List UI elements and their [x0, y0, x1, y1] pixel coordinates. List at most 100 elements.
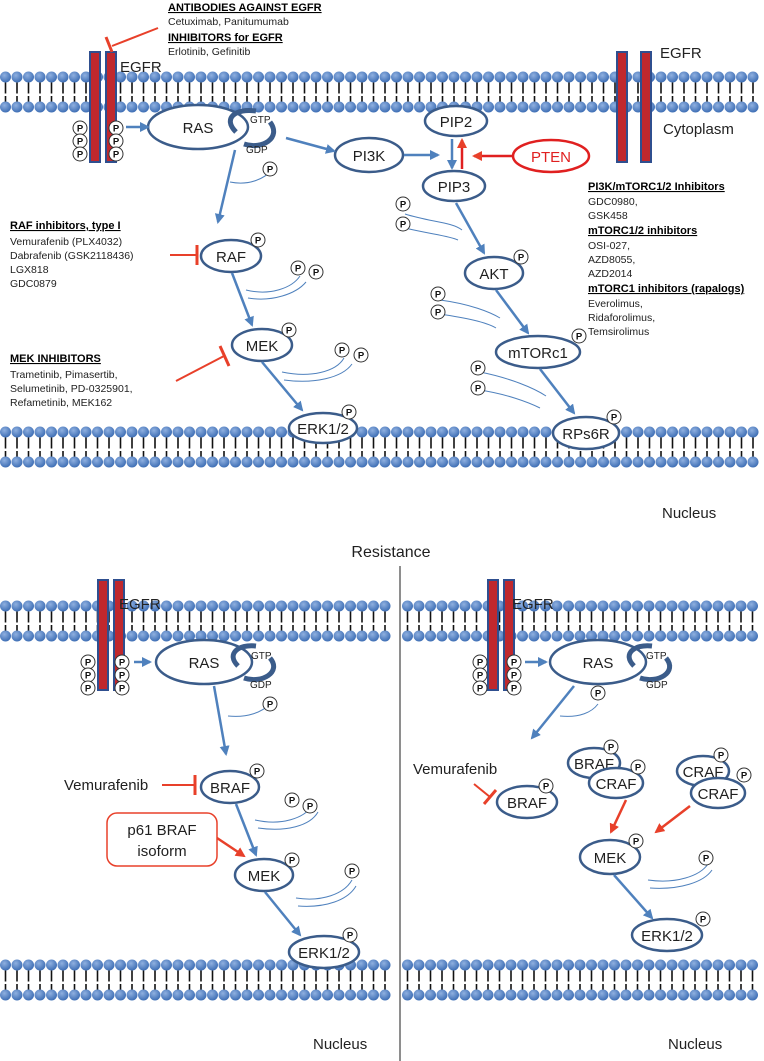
gtp-gdp-cycle-br: GTP GDP	[626, 643, 673, 691]
phosphate-label: P	[113, 124, 120, 135]
pip3-phospho-curve-b	[404, 227, 459, 241]
rps6r-label: RPs6R	[562, 426, 610, 443]
phosphate-label: P	[113, 137, 120, 148]
phosphate-circle	[353, 347, 369, 363]
mek-phospho-curve-a	[281, 357, 345, 375]
p61-braf-box: p61 BRAF isoform	[106, 812, 218, 867]
vemurafenib-label-bl: Vemurafenib	[64, 777, 148, 794]
mtorc12-drug-1: OSI-027,	[588, 240, 630, 252]
phosphate-circle	[108, 146, 124, 162]
mtorc1-phospho-curve-b	[479, 389, 541, 409]
egfr-label-left: EGFR	[120, 59, 162, 76]
phosphate-label: P	[543, 782, 550, 793]
mtorc1-drug-1: Everolimus,	[588, 298, 643, 310]
phosphate-circle	[72, 146, 88, 162]
raf-label: RAF	[216, 249, 246, 266]
pip3-node: PIP3	[421, 169, 487, 203]
erk-phosphate-bl: P	[342, 927, 358, 943]
egfr-label-bl: EGFR	[119, 596, 161, 613]
craf-craf-dimer: CRAF CRAF	[675, 754, 747, 810]
mtorc12-header: mTORC1/2 inhibitors	[588, 225, 697, 237]
ras-to-braf-arrow-br	[530, 685, 575, 740]
pi3k-node: PI3K	[333, 136, 405, 174]
mek-inhibitors-header: MEK INHIBITORS	[10, 353, 101, 365]
phosphate-label: P	[295, 264, 302, 275]
mek-node: MEK	[230, 327, 294, 363]
mek-node-bl: MEK	[233, 857, 295, 893]
phosphate-label: P	[400, 220, 407, 231]
braf-craf-to-mek-arrow	[609, 799, 628, 834]
mek-node-br: MEK	[578, 838, 642, 876]
phosphate-label: P	[113, 150, 120, 161]
phosphate-circle	[470, 380, 486, 396]
phosphate-circle	[262, 696, 278, 712]
mek-label: MEK	[246, 338, 279, 355]
phosphate-circle	[250, 232, 266, 248]
phosphate-label: P	[289, 796, 296, 807]
egfr-inhibitors-drugs: Erlotinib, Gefinitib	[168, 46, 250, 58]
phosphate-circle	[590, 685, 606, 701]
mek-drug-2: Selumetinib, PD-0325901,	[10, 383, 133, 395]
braf-phospho-curve-bl-b	[257, 811, 319, 830]
erk-phosphate-br: P	[695, 911, 711, 927]
ras-to-braf-arrow-bl	[212, 685, 230, 756]
nucleus-label-br: Nucleus	[668, 1036, 722, 1053]
akt-phospho-curve-b	[439, 313, 497, 329]
raf-inhibition-mark	[170, 245, 199, 265]
plasma-membrane-bl	[0, 600, 391, 642]
ras-node-bl: RAS	[154, 638, 254, 686]
craf-dimer-label-c: CRAF	[698, 786, 739, 803]
vemurafenib-label-br: Vemurafenib	[413, 761, 497, 778]
raf-phosphate: P	[250, 232, 266, 248]
mtorc1-node: mTORc1	[494, 334, 582, 370]
phosphate-circle	[606, 409, 622, 425]
braf-node-bl: BRAF	[199, 769, 261, 805]
craf-craf-to-mek-arrow	[654, 805, 691, 834]
ras-phosphate-bl: P	[262, 696, 278, 712]
plasma-membrane-top	[0, 71, 759, 113]
nuclear-membrane-br	[402, 959, 758, 1001]
phosphate-circle	[308, 264, 324, 280]
ras-phosphate-br: P	[590, 685, 606, 701]
mek-phospho-curve-bl-a	[295, 879, 353, 900]
phosphate-label: P	[595, 689, 602, 700]
phosphate-circle	[114, 680, 130, 696]
phosphate-circle	[430, 286, 446, 302]
craf-dimer-label-b: CRAF	[683, 764, 724, 781]
phosphate-label: P	[477, 658, 484, 669]
phosphate-label: P	[339, 346, 346, 357]
phosphate-circle	[470, 360, 486, 376]
pip2-node: PIP2	[423, 104, 489, 138]
braf-craf-phosphates: PP	[603, 739, 646, 775]
egfr-inhibitors-header: INHIBITORS for EGFR	[168, 32, 283, 44]
raf-inhibitors-header: RAF inhibitors, type I	[10, 220, 121, 232]
phosphate-label: P	[307, 802, 314, 813]
phosphate-label: P	[435, 290, 442, 301]
pip3-label: PIP3	[438, 179, 471, 196]
plasma-membrane-br	[402, 600, 758, 642]
ras-label-bl: RAS	[189, 655, 220, 672]
raf-drug-3: LGX818	[10, 264, 49, 276]
gdp-label-br: GDP	[646, 680, 668, 691]
erk-label-br: ERK1/2	[641, 928, 693, 945]
phosphate-label: P	[703, 854, 710, 865]
phosphate-label: P	[511, 671, 518, 682]
pip2-label: PIP2	[440, 114, 473, 131]
mek-phosphate: P	[281, 322, 297, 338]
phosphate-label: P	[119, 658, 126, 669]
mek-phosphate-br: P	[628, 833, 644, 849]
gdp-label: GDP	[246, 145, 268, 156]
gtp-gdp-cycle: GTP GDP	[227, 107, 277, 156]
braf-phosphate-br: P	[538, 778, 554, 794]
raf-phospho-curve-b	[247, 281, 307, 300]
pten-node: PTEN	[511, 138, 591, 174]
phosphate-label: P	[741, 771, 748, 782]
raf-drug-2: Dabrafenib (GSK2118436)	[10, 250, 134, 262]
braf-to-mek-arrow-bl	[234, 803, 258, 857]
pip3-phospho-curve-a	[404, 213, 463, 231]
raf-drug-4: GDC0879	[10, 278, 57, 290]
mek-phospho-curve-b	[283, 363, 353, 382]
phosphate-label: P	[286, 326, 293, 337]
vemurafenib-inhibition-bl	[162, 775, 197, 795]
